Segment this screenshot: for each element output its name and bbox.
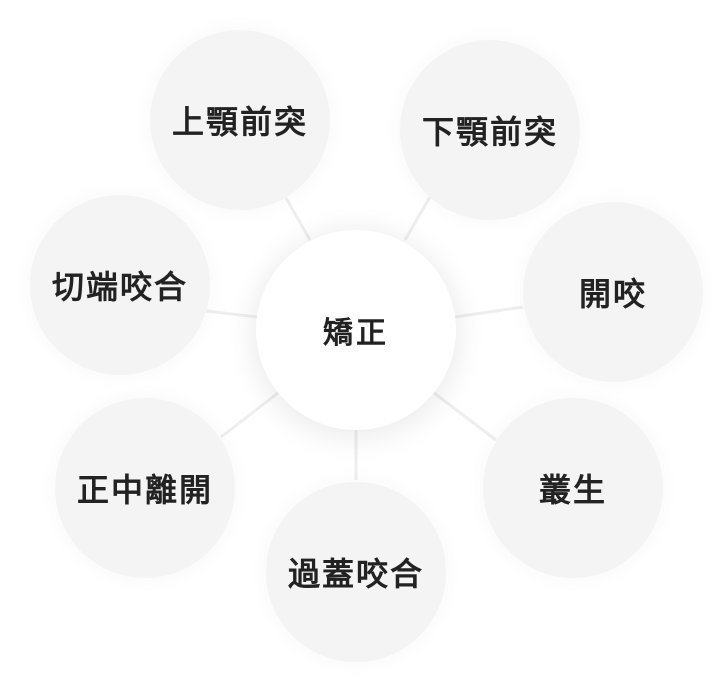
- connector-upper-protrusion: [284, 197, 312, 241]
- connector-edge-bite: [205, 309, 258, 319]
- node-label: 切端咬合: [51, 268, 188, 306]
- node-diastema: 正中離開: [55, 398, 235, 578]
- connector-open-bite: [454, 305, 524, 319]
- node-lower-protrusion: 下顎前突: [400, 40, 580, 220]
- connector-lower-protrusion: [403, 196, 432, 241]
- node-crowding: 叢生: [483, 398, 663, 578]
- connector-crowding: [433, 391, 497, 442]
- node-label: 上顎前突: [171, 103, 308, 141]
- node-label: 過蓋咬合: [287, 555, 424, 593]
- node-upper-protrusion: 上顎前突: [150, 30, 330, 210]
- node-edge-bite: 切端咬合: [30, 195, 210, 375]
- center-label: 矯正: [323, 316, 389, 351]
- node-deep-bite: 過蓋咬合: [266, 482, 446, 662]
- center-node: 矯正: [256, 230, 456, 430]
- node-label: 正中離開: [76, 471, 213, 509]
- node-label: 開咬: [578, 275, 647, 313]
- node-open-bite: 開咬: [523, 202, 703, 382]
- connector-diastema: [220, 391, 279, 439]
- node-label: 下顎前突: [421, 113, 558, 151]
- node-label: 叢生: [538, 471, 607, 509]
